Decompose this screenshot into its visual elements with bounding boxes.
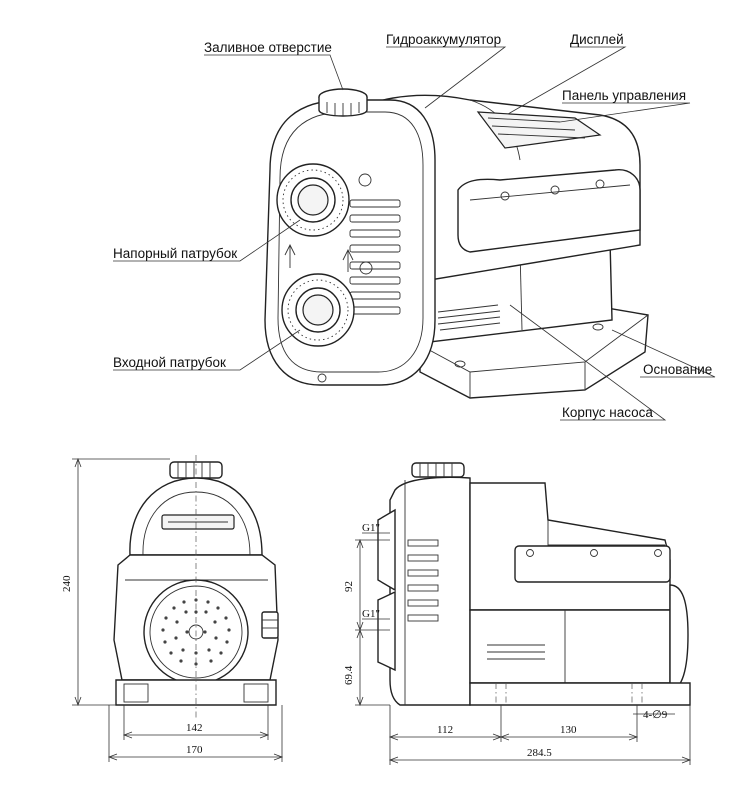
inlet-port-icon bbox=[281, 273, 355, 347]
dim-length: 284.5 bbox=[527, 747, 552, 759]
outlet-port-icon bbox=[276, 163, 350, 237]
front-view bbox=[113, 455, 279, 720]
dim-holes: 4-∅9 bbox=[643, 709, 668, 721]
label-base: Основание bbox=[643, 362, 712, 377]
filler-cap-icon bbox=[318, 88, 368, 117]
dim-width-front: 170 bbox=[186, 744, 203, 756]
side-view bbox=[377, 462, 691, 706]
isometric-view bbox=[264, 88, 649, 399]
label-accumulator: Гидроаккумулятор bbox=[386, 32, 501, 47]
label-pump-body: Корпус насоса bbox=[562, 405, 653, 420]
dim-side-b: 130 bbox=[560, 724, 577, 736]
label-control-panel: Панель управления bbox=[562, 88, 686, 103]
dim-port-thread-top: G1" bbox=[362, 522, 380, 534]
dim-inlet-height: 69.4 bbox=[343, 665, 355, 685]
dim-height: 240 bbox=[61, 575, 73, 592]
dim-side-a: 112 bbox=[437, 724, 453, 736]
dim-port-thread-bottom: G1" bbox=[362, 608, 380, 620]
label-filler: Заливное отверстие bbox=[204, 40, 332, 55]
front-dimensions bbox=[72, 457, 284, 762]
side-dimensions bbox=[355, 532, 692, 765]
vent-slots bbox=[437, 304, 501, 331]
label-display: Дисплей bbox=[570, 32, 624, 47]
leader-lines bbox=[113, 46, 716, 421]
dim-port-spacing: 92 bbox=[343, 581, 355, 592]
label-outlet: Напорный патрубок bbox=[113, 246, 237, 261]
label-inlet: Входной патрубок bbox=[113, 355, 226, 370]
dim-base-front: 142 bbox=[186, 722, 203, 734]
